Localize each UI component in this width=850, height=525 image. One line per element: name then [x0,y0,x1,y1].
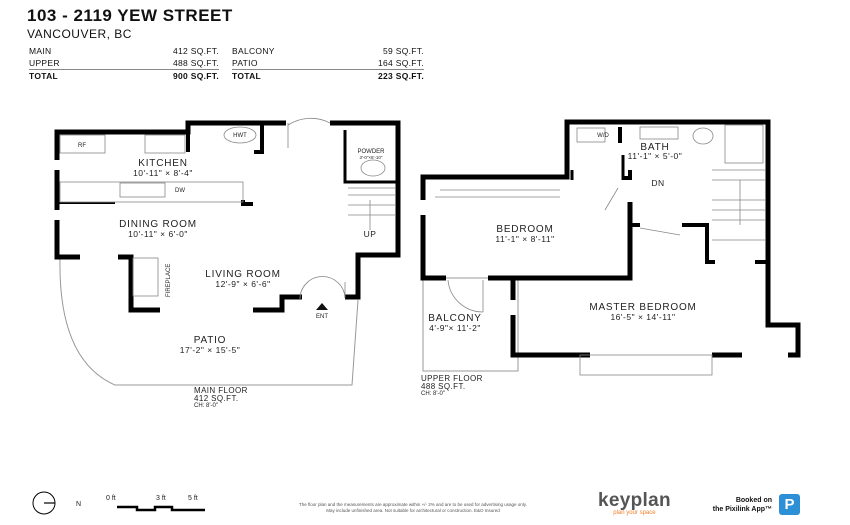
area-label: MAIN [29,46,52,56]
stairs-up-label: UP [364,229,377,239]
room-name-bedroom: BEDROOM [496,224,553,235]
table-row: UPPER 488 SQ.FT. [29,57,219,70]
entry-arrow-icon [316,303,328,310]
booked-line: Booked on [735,497,772,504]
city-subtitle: VANCOUVER, BC [27,27,132,41]
scale-label: 3 ft [156,495,166,502]
upper-floor-area: 488 SQ.FT. [421,382,465,391]
room-name-powder: POWDER [358,149,386,155]
upper-floor-plan: W/D DN BATH 11'-1" × 5'-0" BEDROOM 11'-1… [420,119,801,397]
fridge-label: RF [78,143,86,149]
area-value: 164 SQ.FT. [378,58,424,68]
table-row: PATIO 164 SQ.FT. [232,57,424,70]
room-dim-living: 12'-9" × 6'-6" [215,279,270,289]
brand-name: keyplan [598,490,671,511]
disclaimer-line: May include unfinished area. Not suitabl… [326,508,500,513]
room-name-master-bedroom: MASTER BEDROOM [589,302,696,313]
room-dim-dining: 10'-11" × 6'-0" [128,229,188,239]
main-floor-fixtures [59,117,396,301]
room-name-balcony: BALCONY [428,313,481,324]
upper-floor-fixtures [435,124,765,376]
disclaimer-line: The floor plan and the measurements are … [299,502,527,507]
upper-floor-name: UPPER FLOOR [421,374,483,383]
area-label: BALCONY [232,46,275,56]
table-row: BALCONY 59 SQ.FT. [232,45,424,57]
north-label: N [76,501,81,508]
main-floor-name: MAIN FLOOR [194,386,248,395]
balcony-outline [422,277,519,372]
brand-tagline: plan your space [613,510,656,516]
room-dim-kitchen: 10'-11" × 8'-4" [133,168,193,178]
room-name-kitchen: KITCHEN [138,158,188,169]
scale-label: 5 ft [188,495,198,502]
area-label: TOTAL [232,69,325,82]
patio-outline [59,257,359,386]
room-name-living: LIVING ROOM [205,269,280,280]
north-compass-icon [32,491,56,515]
dishwasher-label: DW [175,188,185,194]
area-label: UPPER [29,58,60,68]
page-title: 103 - 2119 YEW STREET [27,6,233,25]
room-dim-bath: 11'-1" × 5'-0" [628,151,683,161]
main-floor-ceiling: CH: 8'-0" [194,403,218,409]
room-dim-master-bedroom: 16'-5" × 14'-11" [610,312,675,322]
room-dim-balcony: 4'-9"× 11'-2" [429,323,481,333]
table-row: MAIN 412 SQ.FT. [29,45,219,57]
main-floor-walls [54,120,401,313]
area-label: TOTAL [29,69,106,82]
room-name-dining: DINING ROOM [119,219,197,230]
keyplan-logo: keyplan plan your space [598,490,671,516]
pixilink-badge-icon[interactable]: P [779,494,800,515]
entry-label: ENT [316,314,328,320]
room-name-patio: PATIO [194,335,227,346]
room-name-bath: BATH [640,142,669,153]
listing-header: 103 - 2119 YEW STREET VANCOUVER, BC [27,6,233,41]
upper-floor-walls [420,119,801,358]
fireplace-label: FIREPLACE [166,264,172,297]
area-value: 900 SQ.FT. [105,69,219,82]
room-dim-powder: 3'-0"×6'-10" [359,155,382,160]
area-value: 412 SQ.FT. [173,46,219,56]
disclaimer: The floor plan and the measurements are … [238,502,588,514]
stairs-down-label: DN [651,178,664,188]
room-dim-patio: 17'-2" × 15'-5" [180,345,241,355]
area-value: 223 SQ.FT. [324,69,424,82]
area-value: 488 SQ.FT. [173,58,219,68]
main-floor-area: 412 SQ.FT. [194,394,238,403]
area-label: PATIO [232,58,258,68]
scale-label: 0 ft [106,495,116,502]
scale-bar: 0 ft 3 ft 5 ft [106,495,205,512]
pixilink-text: Booked on the Pixilink App™ [700,496,772,514]
washer-dryer-label: W/D [597,133,609,139]
booked-line: the Pixilink App™ [712,506,772,513]
main-floor-plan: RF HWT DW FIREPLACE UP ENT KITCHEN 10'-1… [54,117,401,409]
room-dim-bedroom: 11'-1" × 8'-11" [495,234,554,244]
hot-water-tank-label: HWT [233,133,247,139]
area-value: 59 SQ.FT. [383,46,424,56]
upper-floor-ceiling: CH: 8'-0" [421,391,445,397]
